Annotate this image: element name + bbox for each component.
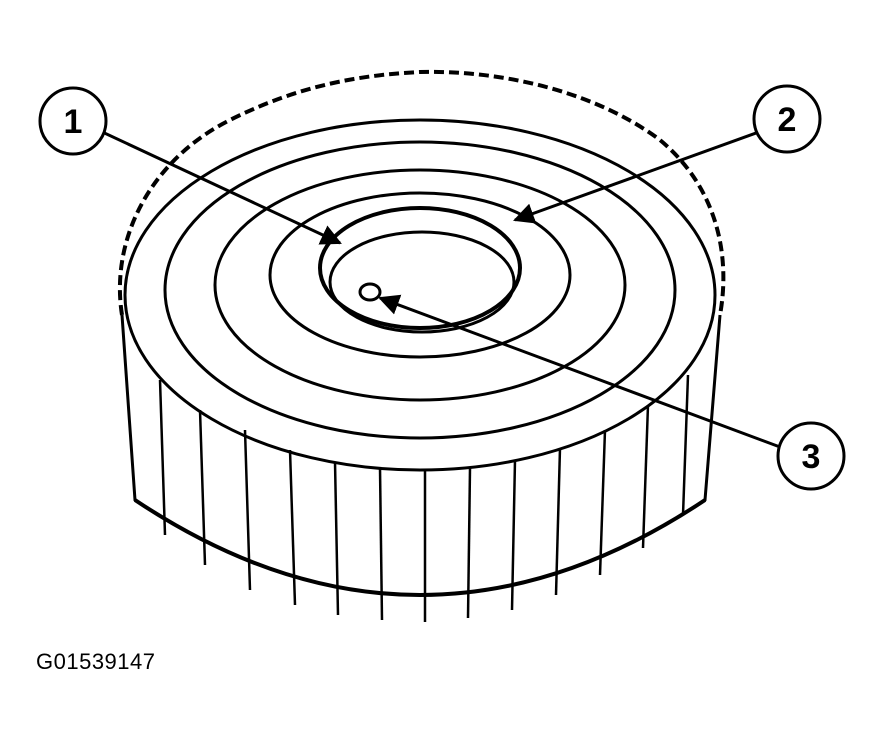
gear-teeth-rim — [117, 69, 726, 316]
gear-side-ridges — [158, 374, 690, 622]
gear-ring-middle — [213, 168, 627, 402]
callout-3: 3 — [776, 421, 846, 491]
gear-ring-inner — [268, 191, 572, 359]
oil-hole — [358, 282, 382, 302]
gear-bore-inner — [328, 230, 516, 334]
figure-id-label: G01539147 — [36, 649, 156, 674]
callout-3-number: 3 — [802, 438, 821, 476]
callout-1: 1 — [38, 86, 108, 156]
gear-ring-outer — [163, 140, 677, 440]
callout-3-leader — [378, 294, 781, 449]
gear-bottom-edge — [133, 498, 707, 597]
callout-1-number: 1 — [64, 103, 83, 141]
gear-body — [117, 69, 726, 622]
gear-bore-outer — [318, 206, 522, 330]
callout-2-number: 2 — [778, 101, 797, 139]
callout-1-leader — [97, 128, 342, 245]
callout-2: 2 — [752, 84, 822, 154]
callout-2-leader — [513, 126, 771, 224]
